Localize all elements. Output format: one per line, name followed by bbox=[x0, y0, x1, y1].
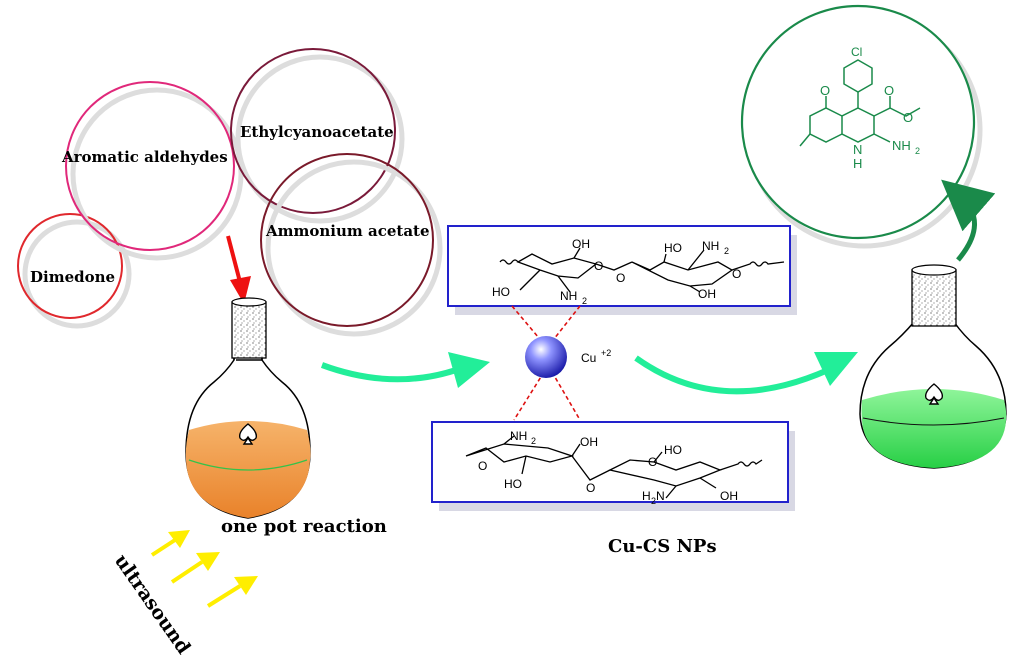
reactant-circles bbox=[17, 48, 443, 337]
product-cl: Cl bbox=[851, 45, 862, 59]
svg-text:N: N bbox=[853, 142, 862, 157]
svg-text:2: 2 bbox=[582, 296, 587, 306]
aromatic-aldehydes-label: Aromatic aldehydes bbox=[61, 148, 228, 166]
svg-text:OH: OH bbox=[720, 489, 738, 503]
svg-text:NH: NH bbox=[510, 429, 527, 443]
svg-text:OH: OH bbox=[698, 287, 716, 301]
svg-text:O: O bbox=[478, 459, 487, 473]
svg-text:OH: OH bbox=[572, 237, 590, 251]
chitosan-box-bottom: NH 2 OH O HO O O HO H 2 N OH bbox=[431, 421, 795, 511]
reaction-flask-right bbox=[859, 264, 1007, 469]
svg-text:O: O bbox=[903, 110, 913, 125]
reaction-label: one pot reaction bbox=[221, 516, 387, 537]
svg-text:N: N bbox=[656, 489, 665, 503]
dimedone-label: Dimedone bbox=[30, 268, 115, 286]
copper-label: Cu bbox=[581, 351, 596, 365]
aldehyde-circle bbox=[65, 81, 235, 251]
svg-text:2: 2 bbox=[724, 246, 729, 256]
svg-text:H: H bbox=[853, 156, 862, 171]
copper-sphere bbox=[525, 336, 567, 378]
reaction-flask-left bbox=[185, 297, 311, 519]
svg-text:HO: HO bbox=[664, 241, 682, 255]
svg-text:HO: HO bbox=[504, 477, 522, 491]
svg-text:O: O bbox=[586, 481, 595, 495]
red-arrow bbox=[226, 235, 251, 304]
chitosan-box-top: OH HO NH 2 O O HO NH 2 OH O bbox=[447, 225, 797, 315]
copper-charge: +2 bbox=[601, 348, 611, 358]
svg-text:O: O bbox=[884, 83, 894, 98]
svg-text:NH: NH bbox=[560, 289, 577, 303]
svg-text:OH: OH bbox=[580, 435, 598, 449]
svg-text:HO: HO bbox=[664, 443, 682, 457]
copper-center: Cu +2 bbox=[511, 305, 611, 421]
dimedone-circle bbox=[17, 213, 123, 319]
process-arrow-1 bbox=[320, 352, 490, 388]
stir-icon-left bbox=[238, 423, 258, 445]
svg-text:H: H bbox=[642, 489, 651, 503]
process-arrow-2 bbox=[634, 352, 858, 395]
catalyst-label: Cu-CS NPs bbox=[608, 536, 717, 557]
svg-text:2: 2 bbox=[651, 496, 656, 506]
ammonium-acetate-label: Ammonium acetate bbox=[265, 222, 430, 240]
ethylcyanoacetate-label: Ethylcyanoacetate bbox=[240, 123, 394, 141]
product-circle: Cl O O O N H NH 2 bbox=[740, 4, 983, 249]
product-arrow bbox=[941, 179, 996, 262]
svg-text:NH: NH bbox=[702, 239, 719, 253]
svg-text:HO: HO bbox=[492, 285, 510, 299]
ultrasound-arrows bbox=[150, 530, 258, 608]
svg-text:O: O bbox=[594, 259, 603, 273]
svg-text:O: O bbox=[648, 455, 657, 469]
svg-text:O: O bbox=[732, 267, 741, 281]
ammonium-circle bbox=[260, 153, 434, 327]
svg-text:O: O bbox=[820, 83, 830, 98]
svg-text:O: O bbox=[616, 271, 625, 285]
svg-text:2: 2 bbox=[915, 146, 920, 156]
svg-text:NH: NH bbox=[892, 138, 911, 153]
stir-icon-right bbox=[924, 383, 944, 405]
ultrasound-label: ultrasound bbox=[110, 550, 195, 658]
ethyl-circle bbox=[230, 48, 396, 214]
svg-text:2: 2 bbox=[531, 436, 536, 446]
